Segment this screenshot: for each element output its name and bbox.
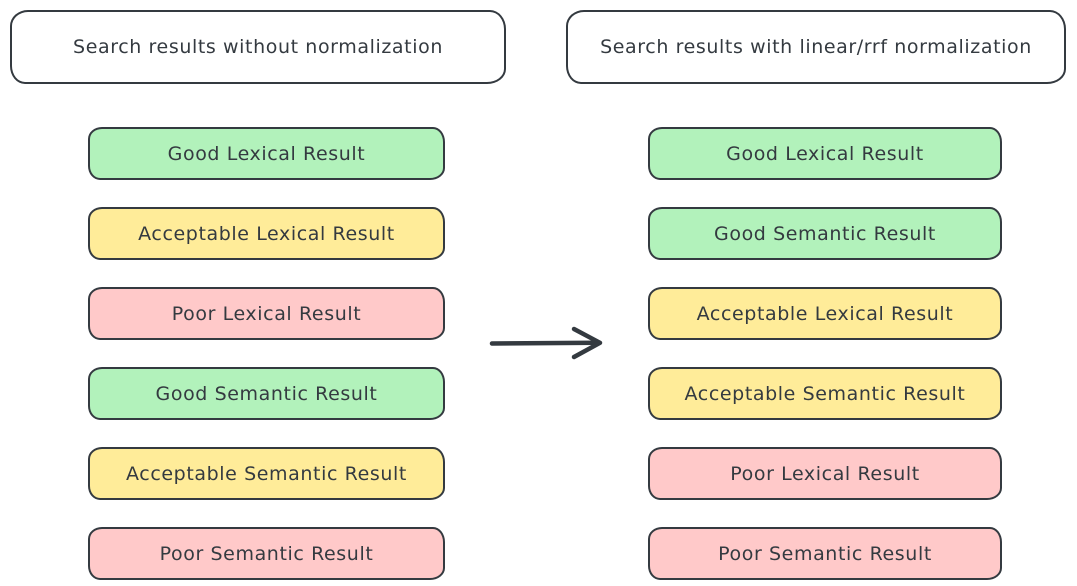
left-panel-title: Search results without normalization: [10, 10, 506, 84]
result-box: Poor Semantic Result: [88, 527, 445, 580]
arrow-right-icon: [489, 326, 603, 360]
result-box: Good Lexical Result: [648, 127, 1002, 180]
result-box: Good Semantic Result: [88, 367, 445, 420]
result-box: Acceptable Semantic Result: [648, 367, 1002, 420]
result-box: Good Lexical Result: [88, 127, 445, 180]
result-box: Poor Lexical Result: [648, 447, 1002, 500]
result-box: Poor Semantic Result: [648, 527, 1002, 580]
result-box: Acceptable Lexical Result: [648, 287, 1002, 340]
result-box: Poor Lexical Result: [88, 287, 445, 340]
result-box: Acceptable Lexical Result: [88, 207, 445, 260]
result-box: Good Semantic Result: [648, 207, 1002, 260]
result-box: Acceptable Semantic Result: [88, 447, 445, 500]
right-panel-title: Search results with linear/rrf normaliza…: [566, 10, 1066, 84]
